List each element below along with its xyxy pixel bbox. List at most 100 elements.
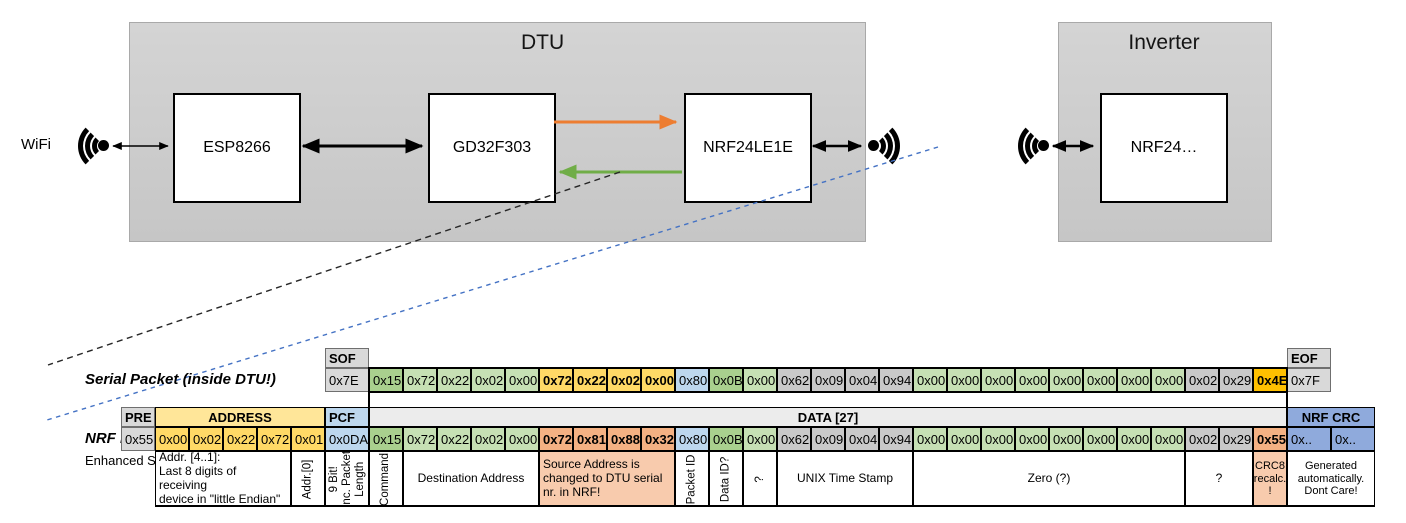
wifi-dot xyxy=(868,140,879,151)
wifi-ring xyxy=(78,120,130,172)
nrf-annotation-cell: CRC8 recalc. ! xyxy=(1253,451,1287,507)
serial-byte-cell: 0x09 xyxy=(811,368,845,392)
nrf-byte-cell: 0x00 xyxy=(505,427,539,451)
nrf-byte-cell: 0x02 xyxy=(1185,427,1219,451)
nrf-byte-cell: 0x00 xyxy=(981,427,1015,451)
nrf-header-cell: ADDRESS xyxy=(155,407,325,427)
serial-byte-cell: 0x4E xyxy=(1253,368,1287,392)
mapping-line-right xyxy=(1286,368,1288,507)
serial-byte-cell: 0x00 xyxy=(947,368,981,392)
nrf-annotation-cell: Zero (?) xyxy=(913,451,1185,507)
nrf-byte-cell: 0x72 xyxy=(403,427,437,451)
nrf-byte-cell: 0x.. xyxy=(1331,427,1375,451)
wifi-ring xyxy=(855,127,893,165)
nrf-annotation-cell: UNIX Time Stamp xyxy=(777,451,913,507)
serial-byte-cell: 0x00 xyxy=(1151,368,1185,392)
nrf-byte-cell: 0x15 xyxy=(369,427,403,451)
nrf-byte-cell: 0x00 xyxy=(1015,427,1049,451)
wifi-dot xyxy=(98,140,109,151)
nrf-byte-cell: 0x88 xyxy=(607,427,641,451)
wifi-label: WiFi xyxy=(21,136,51,153)
serial-byte-cell: 0x00 xyxy=(743,368,777,392)
serial-byte-cell: 0x22 xyxy=(437,368,471,392)
serial-byte-cell: 0x15 xyxy=(369,368,403,392)
serial-byte-cell: 0x72 xyxy=(539,368,573,392)
annotation-bottom-line xyxy=(155,505,1375,507)
nrf-annotation-cell: Addr. [4..1]: Last 8 digits of receiving… xyxy=(155,450,291,507)
serial-byte-cell: 0x00 xyxy=(1083,368,1117,392)
nrf-byte-cell: 0x09 xyxy=(811,427,845,451)
vertical-annotation-text: Addr.[0] xyxy=(301,459,314,499)
nrf-header-cell: DATA [27] xyxy=(369,407,1287,427)
dtu-title: DTU xyxy=(521,31,565,54)
serial-byte-cell: 0x7E xyxy=(325,368,369,392)
nrf-byte-cell: 0x55 xyxy=(121,427,155,451)
serial-byte-cell: 0x80 xyxy=(675,368,709,392)
nrf-byte-cell: 0x00 xyxy=(743,427,777,451)
gd32f303-label: GD32F303 xyxy=(452,139,532,156)
nrf-byte-cell: 0x00 xyxy=(155,427,189,451)
wifi-ring xyxy=(1025,127,1063,165)
serial-byte-cell: 0x00 xyxy=(1049,368,1083,392)
nrf-annotation-cell: ? xyxy=(743,451,777,507)
nrf-annotation-cell: Source Address is changed to DTU serial … xyxy=(539,451,675,507)
nrf-byte-cell: 0x02 xyxy=(471,427,505,451)
serial-byte-cell: 0x00 xyxy=(981,368,1015,392)
nrf-byte-cell: 0x55 xyxy=(1253,427,1287,451)
serial-byte-cell: 0x02 xyxy=(471,368,505,392)
nrf-annotation-cell: Destination Address xyxy=(403,451,539,507)
serial-byte-cell: 0x00 xyxy=(1117,368,1151,392)
nrf-byte-cell: 0x62 xyxy=(777,427,811,451)
vertical-annotation-text: Command xyxy=(379,452,392,506)
wifi-ring xyxy=(92,134,116,158)
nrf-byte-cell: 0x00 xyxy=(947,427,981,451)
nrf-byte-cell: 0x0B xyxy=(709,427,743,451)
inverter-nrf24-label: NRF24… xyxy=(1130,139,1198,156)
wifi-icon-inverter-antenna xyxy=(1002,117,1054,175)
nrf-byte-cell: 0x00 xyxy=(913,427,947,451)
nrf-byte-cell: 0x00 xyxy=(1151,427,1185,451)
esp8266-box: ESP8266 xyxy=(173,93,301,203)
nrf-byte-cell: 0x00 xyxy=(1083,427,1117,451)
serial-byte-cell: 0x00 xyxy=(913,368,947,392)
nrf-byte-cell: 0x72 xyxy=(539,427,573,451)
nrf-byte-cell: 0x04 xyxy=(845,427,879,451)
vertical-annotation-text: Data ID? xyxy=(719,456,732,502)
nrf-header-cell: PRE xyxy=(121,407,155,427)
nrf-byte-cell: 0x94 xyxy=(879,427,913,451)
vertical-annotation-text: ? xyxy=(753,475,766,483)
nrf-byte-cell: 0x22 xyxy=(223,427,257,451)
vertical-annotation-text: 9 Bit! Inc. Packet Length xyxy=(327,450,366,508)
nrf-header-cell: NRF CRC xyxy=(1287,407,1375,427)
serial-byte-cell: 0x04 xyxy=(845,368,879,392)
nrf24le1e-box: NRF24LE1E xyxy=(684,93,812,203)
vertical-annotation-text: Packet ID xyxy=(685,454,698,504)
serial-byte-cell: 0x94 xyxy=(879,368,913,392)
nrf24le1e-label: NRF24LE1E xyxy=(703,139,793,156)
nrf-byte-cell: 0x81 xyxy=(573,427,607,451)
serial-header-cell: EOF xyxy=(1287,348,1331,368)
nrf-byte-cell: 0x22 xyxy=(437,427,471,451)
nrf-header-cell: PCF xyxy=(325,407,369,427)
serial-byte-cell: 0x72 xyxy=(403,368,437,392)
serial-byte-cell: 0x02 xyxy=(607,368,641,392)
wifi-icon-dtu-antenna xyxy=(864,117,916,175)
inverter-nrf24-box: NRF24… xyxy=(1100,93,1228,203)
serial-byte-cell: 0x0B xyxy=(709,368,743,392)
serial-byte-cell: 0x00 xyxy=(1015,368,1049,392)
nrf-byte-cell: 0x80 xyxy=(675,427,709,451)
nrf-byte-cell: 0x.. xyxy=(1287,427,1331,451)
serial-byte-cell: 0x00 xyxy=(641,368,675,392)
nrf-byte-cell: 0x01 xyxy=(291,427,325,451)
mapping-line-left xyxy=(368,368,370,507)
serial-byte-cell: 0x22 xyxy=(573,368,607,392)
inverter-title: Inverter xyxy=(1128,31,1200,54)
serial-byte-cell: 0x29 xyxy=(1219,368,1253,392)
nrf-byte-cell: 0x02 xyxy=(189,427,223,451)
wifi-ring xyxy=(1032,134,1056,158)
nrf-annotation-cell: Addr.[0] xyxy=(291,451,325,507)
nrf-byte-cell: 0x29 xyxy=(1219,427,1253,451)
wifi-icon-left xyxy=(62,117,114,175)
wifi-ring xyxy=(85,127,123,165)
